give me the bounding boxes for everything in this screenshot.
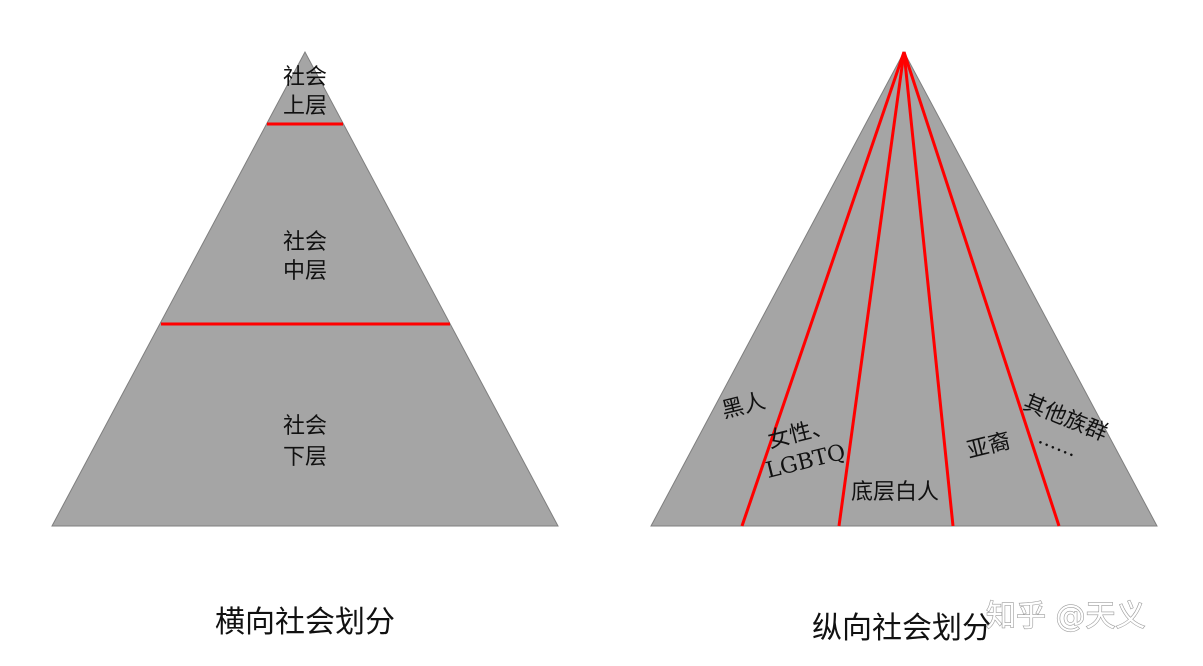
divider-line-1 [740, 51, 906, 527]
lower-label-line1: 社会 [283, 414, 327, 439]
right-caption: 纵向社会划分 [812, 611, 992, 646]
divider-line-4 [902, 51, 1061, 527]
right-pyramid-shape [650, 50, 1158, 527]
horizontal-pyramid: 社会 上层 社会 中层 社会 下层 横向社会划分 [51, 50, 559, 640]
left-pyramid-shape [51, 50, 559, 527]
lower-label-line2: 下层 [283, 445, 327, 470]
middle-label-line1: 社会 [283, 230, 327, 255]
middle-label-line2: 中层 [283, 259, 327, 284]
watermark-text: 知乎 @天义 [986, 599, 1146, 634]
divider-line-2 [837, 51, 906, 527]
poor-white-label: 底层白人 [851, 480, 939, 505]
vertical-pyramid: 黑人 女性、 LGBTQ 底层白人 亚裔 其他族群 …… 纵向社会划分 [650, 50, 1158, 646]
upper-label-line2: 上层 [283, 94, 327, 119]
divider-line-3 [902, 51, 955, 527]
left-caption: 横向社会划分 [215, 605, 395, 640]
upper-label-line1: 社会 [283, 65, 327, 90]
